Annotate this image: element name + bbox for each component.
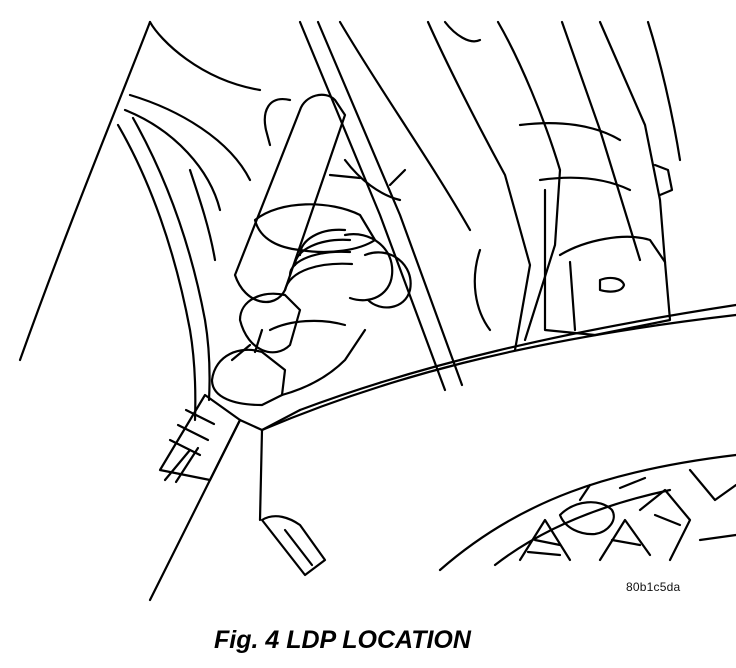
fender-edge xyxy=(260,303,736,432)
ldp-pump xyxy=(210,203,412,407)
image-code-label: 80b1c5da xyxy=(626,580,681,594)
lower-clip xyxy=(260,515,327,577)
upper-right-structure xyxy=(426,20,682,352)
vent-hose xyxy=(233,93,347,304)
left-body-panel xyxy=(18,20,262,422)
figure-caption: Fig. 4 LDP LOCATION xyxy=(214,626,471,654)
lower-left-bracket xyxy=(148,393,302,602)
lower-right-mechanism xyxy=(438,453,736,572)
frame-rails xyxy=(298,20,492,392)
ldp-location-illustration xyxy=(18,20,736,602)
